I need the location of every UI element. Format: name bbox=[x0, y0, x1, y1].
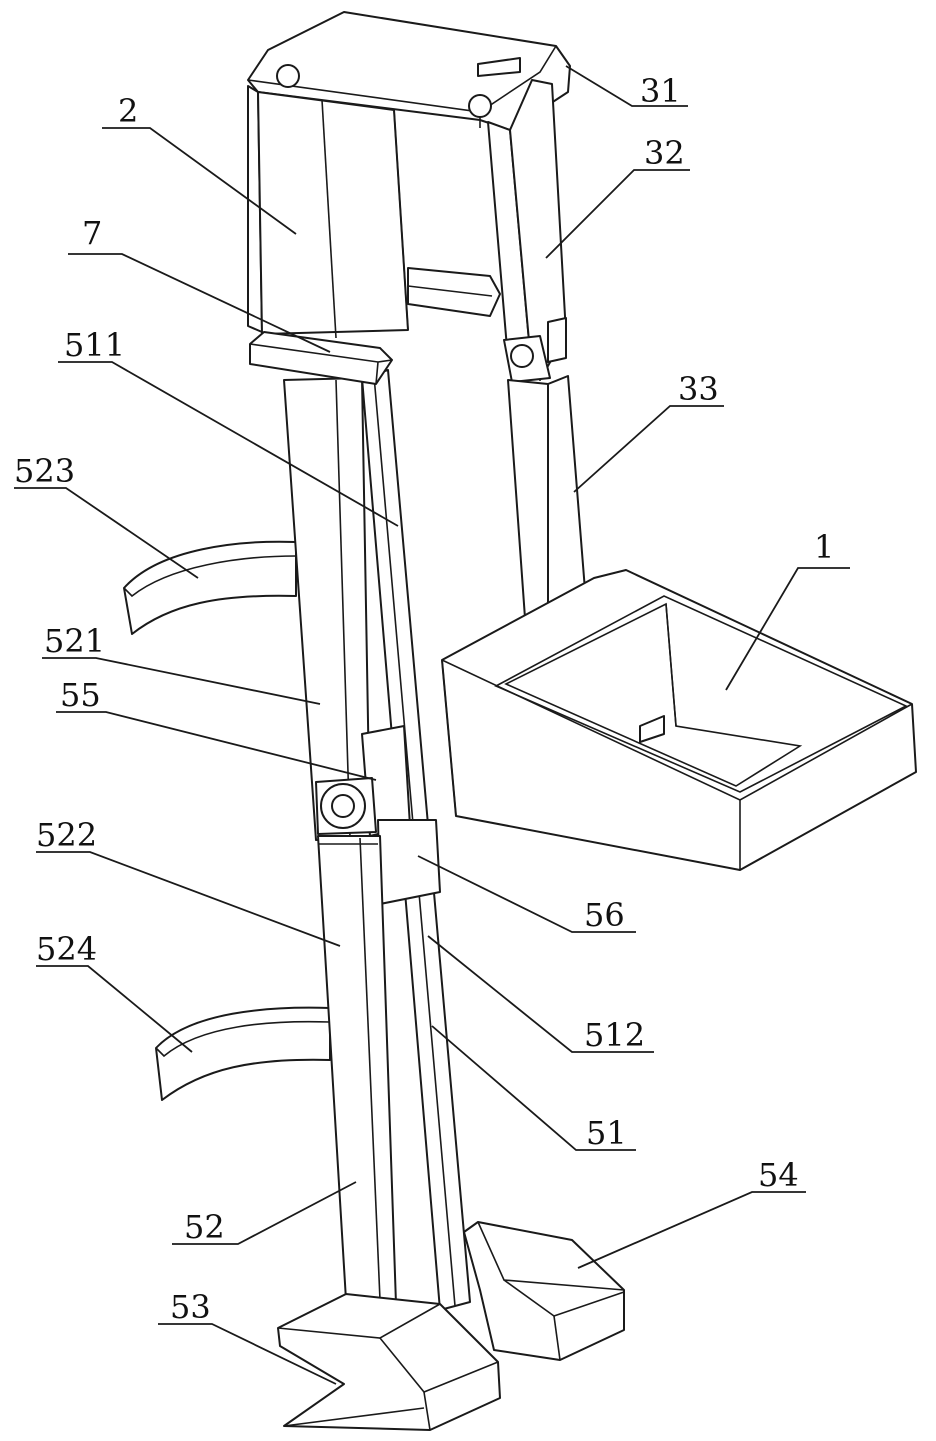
frame-cross-bar bbox=[408, 268, 500, 316]
leg-522 bbox=[318, 836, 396, 1304]
tray-1 bbox=[442, 570, 916, 870]
leg-521 bbox=[284, 378, 370, 840]
label-51: 51 bbox=[586, 1114, 627, 1152]
label-522: 522 bbox=[36, 816, 97, 854]
label-523: 523 bbox=[14, 452, 75, 490]
label-56: 56 bbox=[584, 896, 625, 934]
label-521: 521 bbox=[44, 622, 105, 660]
label-31: 31 bbox=[640, 72, 681, 110]
label-511: 511 bbox=[64, 326, 125, 364]
foot-54 bbox=[464, 1222, 624, 1360]
link-32 bbox=[488, 80, 566, 382]
label-53: 53 bbox=[170, 1288, 211, 1326]
label-512: 512 bbox=[584, 1016, 645, 1054]
label-2: 2 bbox=[118, 92, 138, 130]
frame-left-plate bbox=[248, 86, 408, 338]
label-7: 7 bbox=[82, 214, 102, 252]
label-52: 52 bbox=[184, 1208, 225, 1246]
strap-524 bbox=[156, 1008, 330, 1100]
strap-523 bbox=[124, 542, 296, 634]
label-32: 32 bbox=[644, 134, 685, 172]
label-524: 524 bbox=[36, 930, 97, 968]
label-55: 55 bbox=[60, 676, 101, 714]
plate-7 bbox=[250, 332, 392, 384]
label-1: 1 bbox=[814, 528, 834, 566]
label-54: 54 bbox=[758, 1156, 799, 1194]
foot-53 bbox=[278, 1294, 500, 1430]
label-33: 33 bbox=[678, 370, 719, 408]
